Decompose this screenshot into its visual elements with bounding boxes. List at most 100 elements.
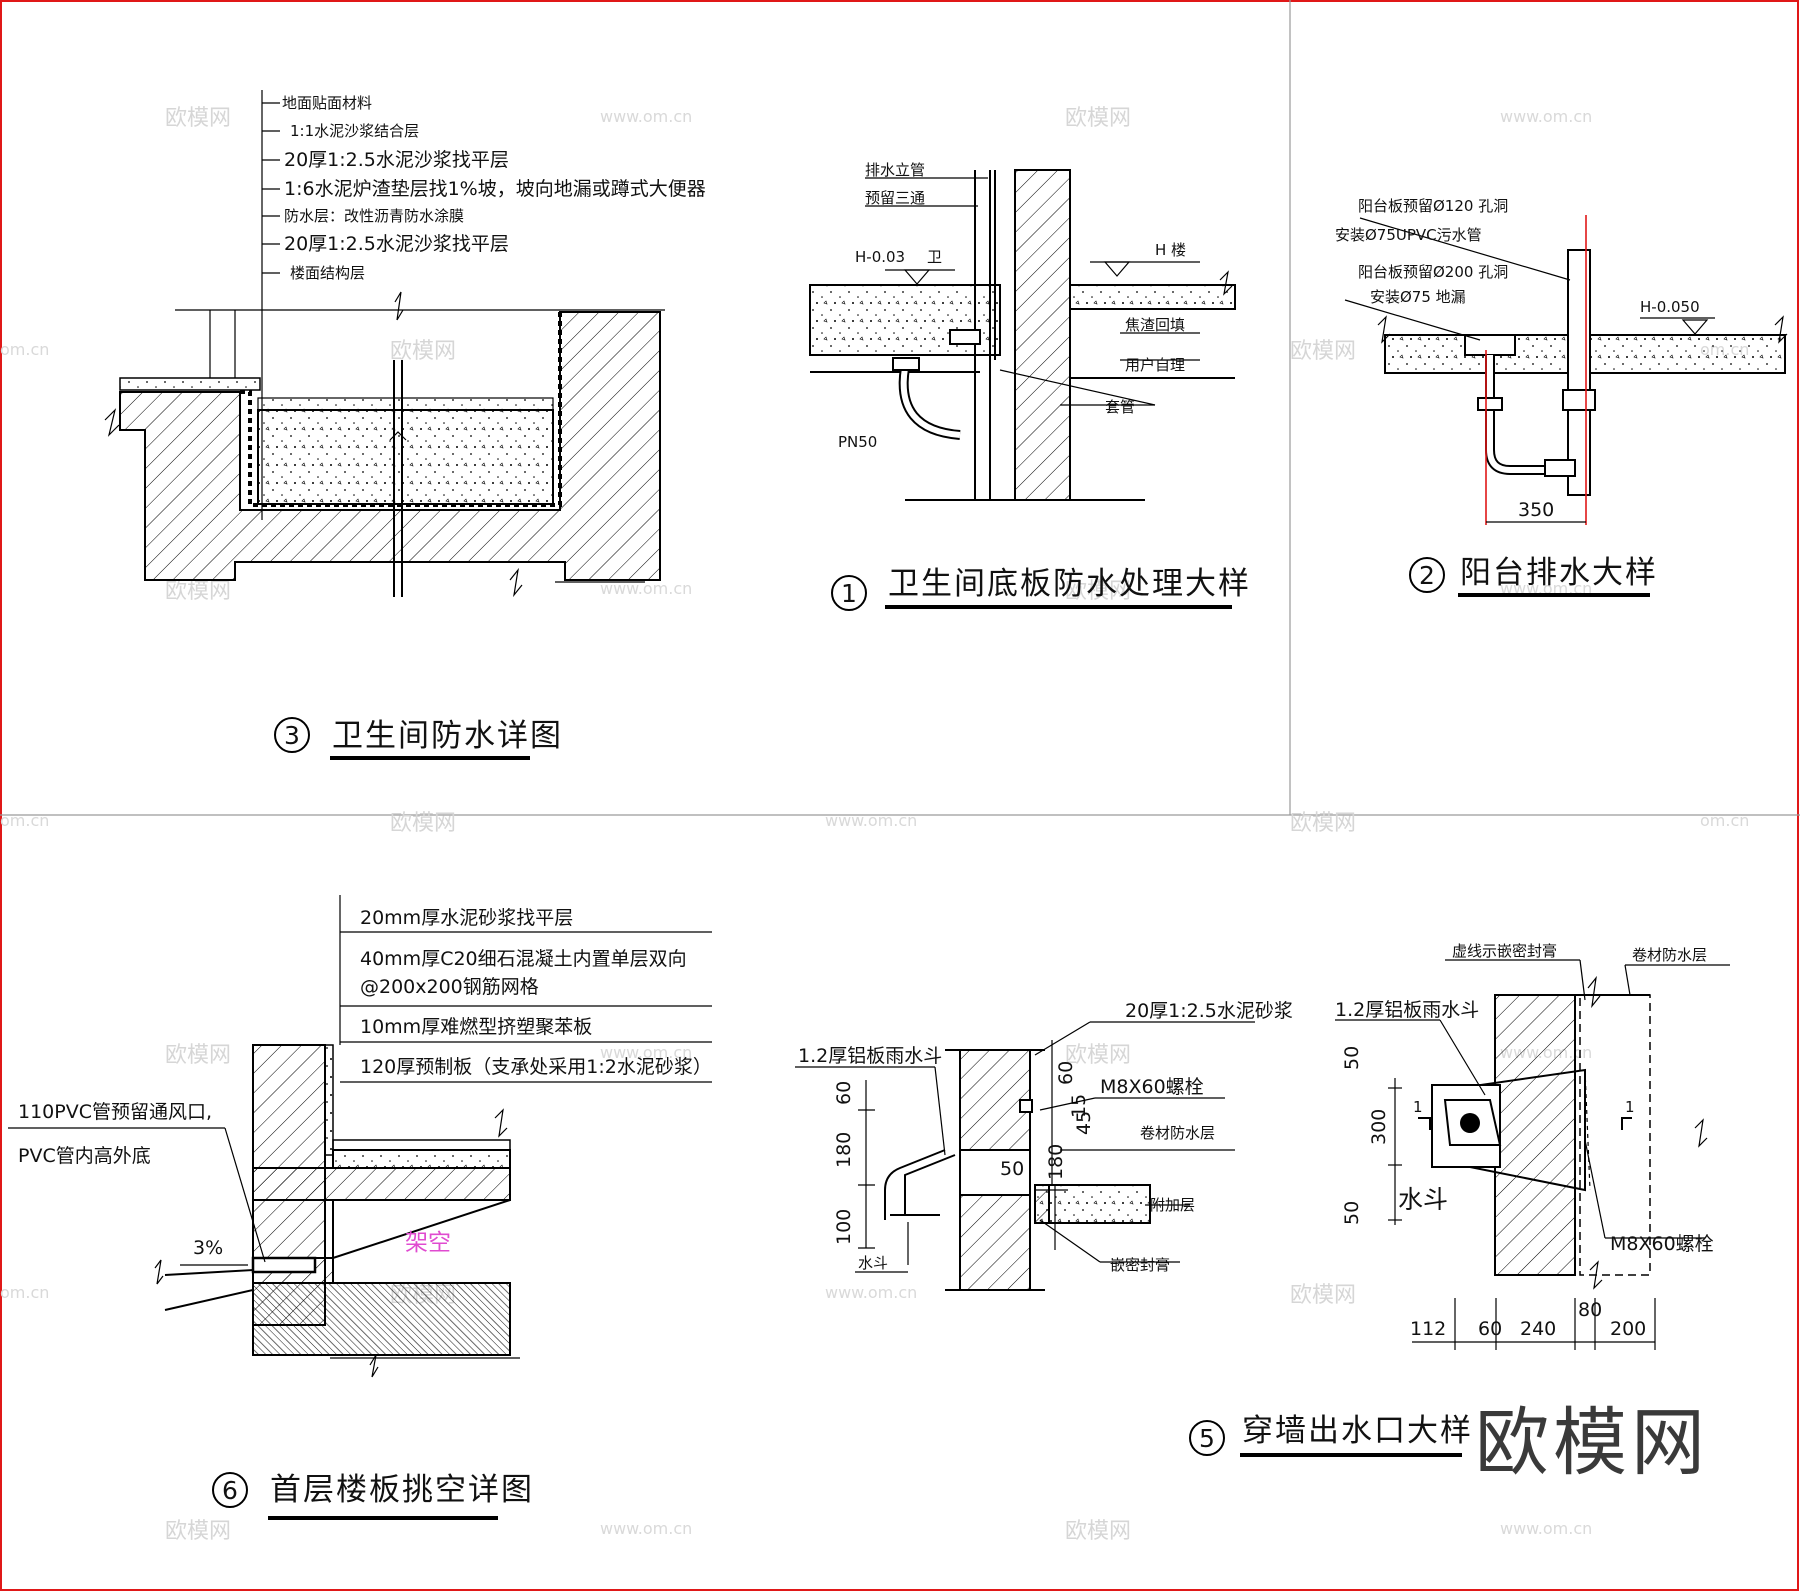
additional-layer-label: 附加层 <box>1150 1196 1195 1214</box>
fill-label: 焦渣回填 <box>1125 316 1185 334</box>
dimension-label: 60 <box>1478 1318 1502 1340</box>
pipe-label-1: 安装Ø75UPVC污水管 <box>1335 226 1482 244</box>
layer-label: 楼面结构层 <box>290 264 365 282</box>
wall-lower <box>959 1194 1031 1291</box>
detail-1-bathroom-slab-waterproofing: 排水立管 预留三通 H-0.03 卫 H 楼 焦渣回填 用户自理 套管 PN50… <box>809 161 1249 611</box>
watermark-brand: 欧模网 <box>1290 1283 1356 1308</box>
bolt-label: M8X60螺栓 <box>1610 1233 1714 1255</box>
vent-note: 110PVC管预留通风口, <box>18 1101 212 1123</box>
detail-number-circle <box>1409 557 1445 593</box>
fine-concrete-layer <box>332 1149 511 1169</box>
detail-6-ground-floor-overhang: 20mm厚水泥砂浆找平层 40mm厚C20细石混凝土内置单层双向 @200x20… <box>8 895 712 1520</box>
dimension-label: 15 <box>1068 1094 1090 1118</box>
detail-number: 1 <box>841 579 857 608</box>
wall-section <box>1494 994 1576 1276</box>
dimension-label: 100 <box>833 1209 855 1245</box>
watermark-url: www.om.cn <box>825 811 917 830</box>
mortar-label: 20厚1:2.5水泥砂浆 <box>1125 1000 1293 1022</box>
layer-label: 10mm厚难燃型挤塑聚苯板 <box>360 1016 592 1038</box>
detail-number-circle <box>1189 1420 1225 1456</box>
layer-label: 20厚1:2.5水泥沙浆找平层 <box>284 149 509 171</box>
detail-title: 穿墙出水口大样 <box>1242 1413 1473 1449</box>
watermark-url: www.om.cn <box>600 579 692 598</box>
hopper-label: 1.2厚铝板雨水斗 <box>798 1045 942 1067</box>
wall-section <box>1014 169 1071 501</box>
watermark-brand: 欧模网 <box>165 579 231 604</box>
section-marker: 1 <box>1625 1098 1635 1116</box>
detail-title: 卫生间防水详图 <box>332 718 563 754</box>
bolt-label: M8X60螺栓 <box>1100 1076 1204 1098</box>
detail-number: 5 <box>1199 1424 1215 1453</box>
dimension-label: 50 <box>1341 1201 1363 1225</box>
watermark-url: om.cn <box>0 1283 49 1302</box>
layer-label: 1:1水泥沙浆结合层 <box>290 122 419 140</box>
layer-callout-list: 地面贴面材料 1:1水泥沙浆结合层 20厚1:2.5水泥沙浆找平层 1:6水泥炉… <box>262 94 706 282</box>
roof-slab <box>1034 1184 1151 1224</box>
dimension-label: 350 <box>1518 499 1554 521</box>
watermark-url: www.om.cn <box>1500 1519 1592 1538</box>
watermark-brand: 欧模网 <box>1065 1043 1131 1068</box>
detail-title: 首层楼板挑空详图 <box>270 1472 534 1508</box>
detail-2-balcony-drainage: 350 阳台板预留Ø120 孔洞 安装Ø75UPVC污水管 阳台板预留Ø200 … <box>1335 197 1788 597</box>
watermark-url: www.om.cn <box>825 1283 917 1302</box>
pipe-size-label: PN50 <box>838 433 877 451</box>
precast-slab <box>252 1167 511 1201</box>
section-marker: 1 <box>1413 1098 1423 1116</box>
detail-3-bathroom-waterproofing: 地面贴面材料 1:1水泥沙浆结合层 20厚1:2.5水泥沙浆找平层 1:6水泥炉… <box>104 90 706 760</box>
floor-level-label: H 楼 <box>1155 241 1186 259</box>
dimension-label: 50 <box>1341 1046 1363 1070</box>
sleeve-label: 套管 <box>1105 398 1135 416</box>
dimension-label: 45 <box>1073 1111 1095 1135</box>
membrane-label: 卷材防水层 <box>1632 946 1707 964</box>
wc-label: 卫 <box>927 248 942 266</box>
sealant-label: 嵌密封膏 <box>1110 1256 1170 1274</box>
watermark-url: om.cn <box>1700 811 1749 830</box>
hopper-label: 1.2厚铝板雨水斗 <box>1335 999 1479 1021</box>
watermark-brand: 欧模网 <box>390 339 456 364</box>
level-label: H-0.03 <box>855 248 905 266</box>
dimension-label: 50 <box>1000 1158 1024 1180</box>
detail-number-circle <box>212 1472 248 1508</box>
detail-5-title-block: 5 穿墙出水口大样 <box>1189 1413 1473 1457</box>
watermark-url: www.om.cn <box>600 1043 692 1062</box>
layer-label: 地面贴面材料 <box>282 94 372 112</box>
layer-label: 20mm厚水泥砂浆找平层 <box>360 907 573 929</box>
watermark-brand: 欧模网 <box>1065 106 1131 131</box>
hole-label-1: 阳台板预留Ø120 孔洞 <box>1358 197 1508 215</box>
brand-logo: 欧模网 <box>1475 1400 1709 1486</box>
watermark-url: om.cn <box>0 340 49 359</box>
watermark-brand: 欧模网 <box>390 811 456 836</box>
slope-label: 3% <box>193 1237 223 1259</box>
vent-note: PVC管内高外底 <box>18 1145 151 1167</box>
watermark-brand: 欧模网 <box>1065 579 1131 604</box>
layer-label: @200x200钢筋网格 <box>360 976 539 998</box>
watermark-brand: 欧模网 <box>165 1043 231 1068</box>
watermark-brand: 欧模网 <box>1290 811 1356 836</box>
dimension-label: 112 <box>1410 1318 1446 1340</box>
membrane-label: 卷材防水层 <box>1140 1124 1215 1142</box>
hole-label-2: 阳台板预留Ø200 孔洞 <box>1358 263 1508 281</box>
detail-number-circle <box>831 575 867 611</box>
watermark-brand: 欧模网 <box>165 106 231 131</box>
watermark-url: www.om.cn <box>600 1519 692 1538</box>
detail-5-right-section: 1 1 50 300 50 112 60 240 80 200 虚线示嵌密封膏 <box>1335 942 1730 1350</box>
dashed-note-label: 虚线示嵌密封膏 <box>1452 942 1557 960</box>
layer-label: 1:6水泥炉渣垫层找1%坡，坡向地漏或蹲式大便器 <box>284 178 706 200</box>
pipe-label-2: 安装Ø75 地漏 <box>1370 288 1466 306</box>
layer-label: 防水层：改性沥青防水涂膜 <box>284 207 464 225</box>
scupper-label: 水斗 <box>858 1254 888 1272</box>
dimension-label: 180 <box>833 1132 855 1168</box>
riser-label: 排水立管 <box>865 161 925 179</box>
watermark-url: www.om.cn <box>1500 107 1592 126</box>
dimension-label: 200 <box>1610 1318 1646 1340</box>
detail-5-left-section: 60 180 100 60 180 50 45 15 20厚1:2.5水泥砂浆 … <box>795 1000 1293 1291</box>
watermark-url: www.om.cn <box>600 107 692 126</box>
level-label: H-0.050 <box>1640 298 1700 316</box>
detail-title: 阳台排水大样 <box>1460 555 1658 591</box>
watermark-brand: 欧模网 <box>165 1519 231 1544</box>
void-label: 架空 <box>405 1230 451 1256</box>
owner-label: 用户自理 <box>1125 356 1185 374</box>
layer-label: 120厚预制板（支承处采用1:2水泥砂浆） <box>360 1056 712 1078</box>
